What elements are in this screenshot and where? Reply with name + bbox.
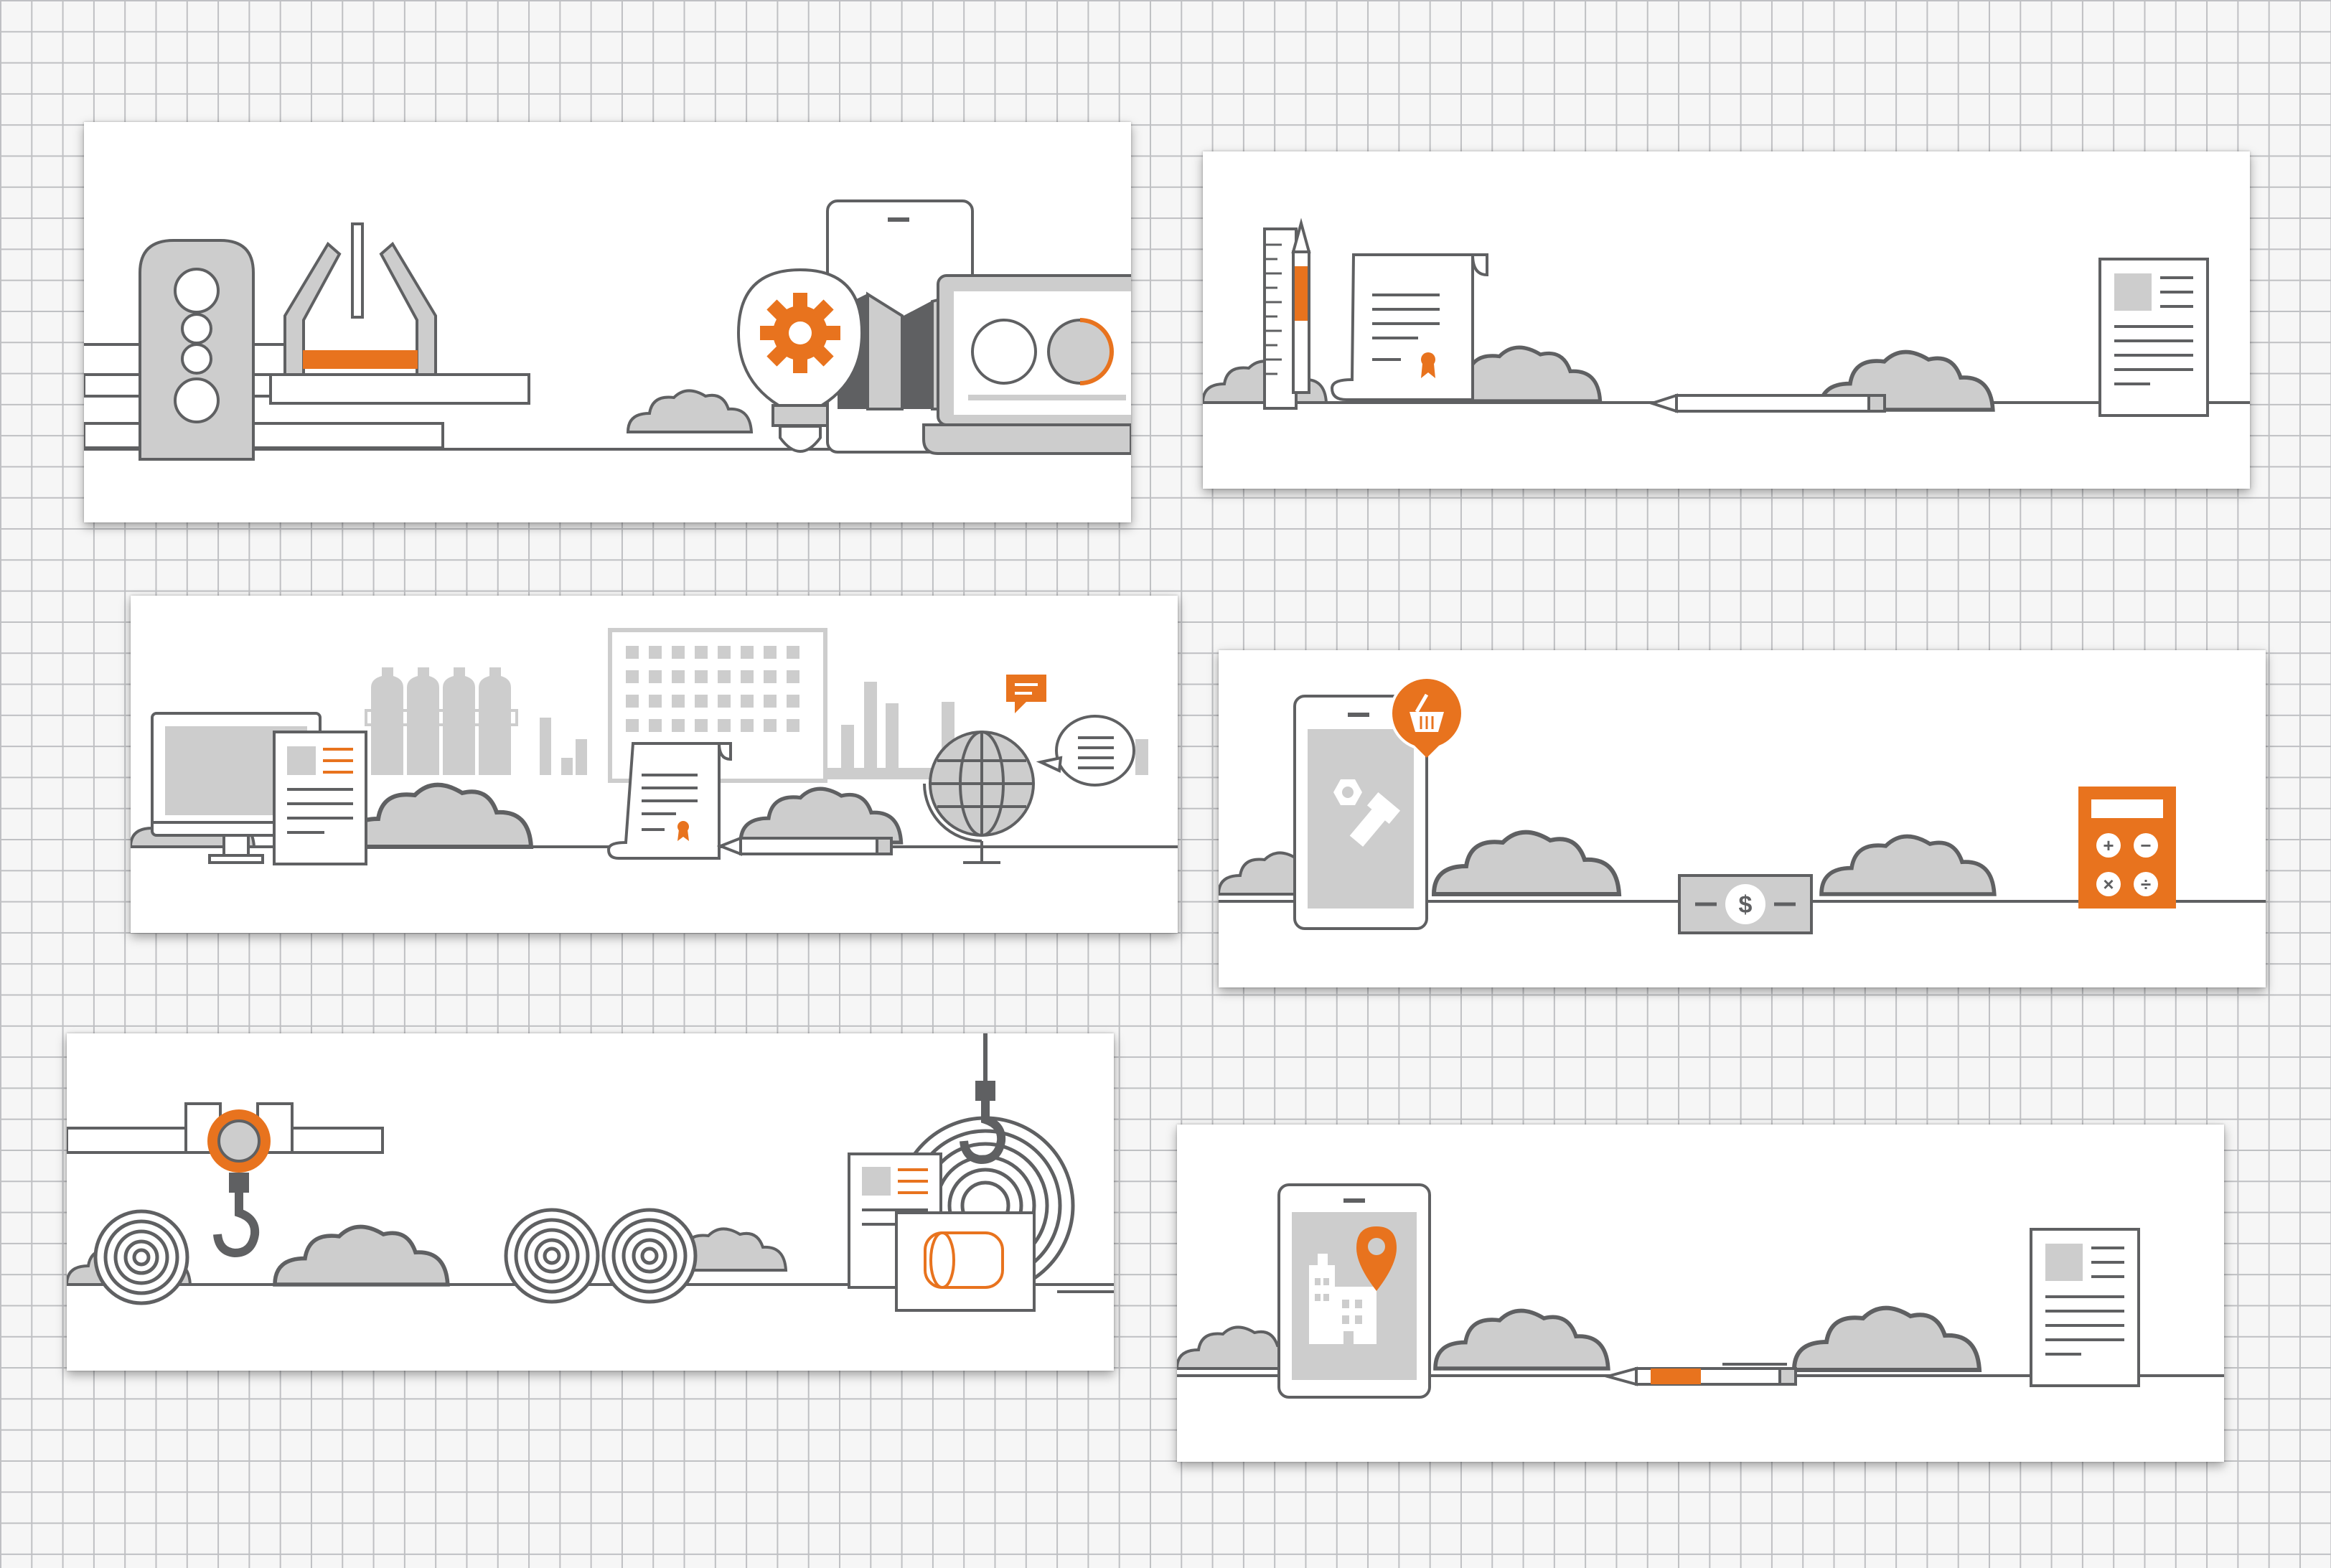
- steel-coil-icon: [601, 1208, 698, 1304]
- illustration-card-global-business: [131, 596, 1178, 933]
- industrial-scene: [84, 199, 1131, 461]
- tablet-icon: [1277, 1183, 1431, 1399]
- plate-rolling-machine-icon: [139, 239, 255, 461]
- documentation-scene: [1203, 217, 2250, 417]
- currency-symbol: $: [1739, 891, 1753, 919]
- cloud-icon: [346, 785, 531, 847]
- globe-icon: [923, 731, 1035, 864]
- document-icon: [2030, 1228, 2140, 1387]
- steel-coil-icon: [504, 1208, 600, 1304]
- gear-icon: [760, 293, 840, 373]
- ecommerce-scene: $ + − × ÷: [1219, 676, 2266, 934]
- location-pin-icon: [1356, 1226, 1397, 1291]
- cloud-icon: [275, 1226, 448, 1285]
- calc-key-divide: ÷: [2141, 873, 2151, 895]
- idea-gear-bulb-icon: [736, 268, 864, 453]
- illustration-card-ecommerce: $ + − × ÷: [1219, 650, 2266, 987]
- document-icon: [273, 731, 367, 865]
- illustration-card-documentation: [1203, 151, 2250, 489]
- nut-bolt-icon: [1333, 779, 1401, 847]
- shopping-basket-pin-icon: [1389, 676, 1464, 758]
- document-icon: [2098, 258, 2209, 417]
- illustration-card-industrial: [84, 122, 1131, 522]
- global-business-scene: [131, 628, 1178, 865]
- smartphone-icon: [1293, 695, 1428, 930]
- calculator-icon: + − × ÷: [2078, 787, 2176, 909]
- ladle-icon: [269, 222, 530, 405]
- calc-key-times: ×: [2103, 873, 2114, 895]
- steel-coil-icon: [93, 1209, 189, 1305]
- pen-icon: [716, 836, 893, 856]
- calc-key-plus: +: [2103, 835, 2114, 856]
- certificate-scroll-icon: [1330, 253, 1488, 401]
- location-scene: [1177, 1183, 2224, 1399]
- cloud-icon: [627, 389, 753, 433]
- cloud-icon: [741, 789, 901, 842]
- crane-hook-icon: [960, 1033, 1006, 1165]
- overhead-crane-icon: [67, 1102, 384, 1173]
- laptop-chart-icon: [922, 274, 1131, 455]
- cloud-icon: [1435, 1310, 1608, 1369]
- steel-logistics-scene: [67, 1033, 1114, 1312]
- factory-silos-icon: [365, 667, 587, 775]
- cloud-icon: [1821, 836, 1994, 894]
- pen-icon: [1647, 393, 1886, 413]
- steel-pipe-icon: [895, 1211, 1114, 1312]
- ruler-icon: [1263, 227, 1298, 410]
- crane-hook-icon: [213, 1173, 260, 1258]
- calc-key-minus: −: [2140, 835, 2151, 856]
- dollar-bill-icon: $: [1678, 874, 1813, 934]
- illustration-card-location: [1177, 1125, 2224, 1462]
- illustration-card-steel-logistics: [67, 1033, 1114, 1371]
- cloud-icon: [1434, 832, 1619, 894]
- pen-icon: [1602, 1363, 1797, 1386]
- pencil-icon: [1291, 217, 1311, 394]
- cloud-icon: [1794, 1308, 1979, 1370]
- chat-bubble-icon: [1006, 675, 1135, 787]
- certificate-scroll-icon: [606, 742, 732, 860]
